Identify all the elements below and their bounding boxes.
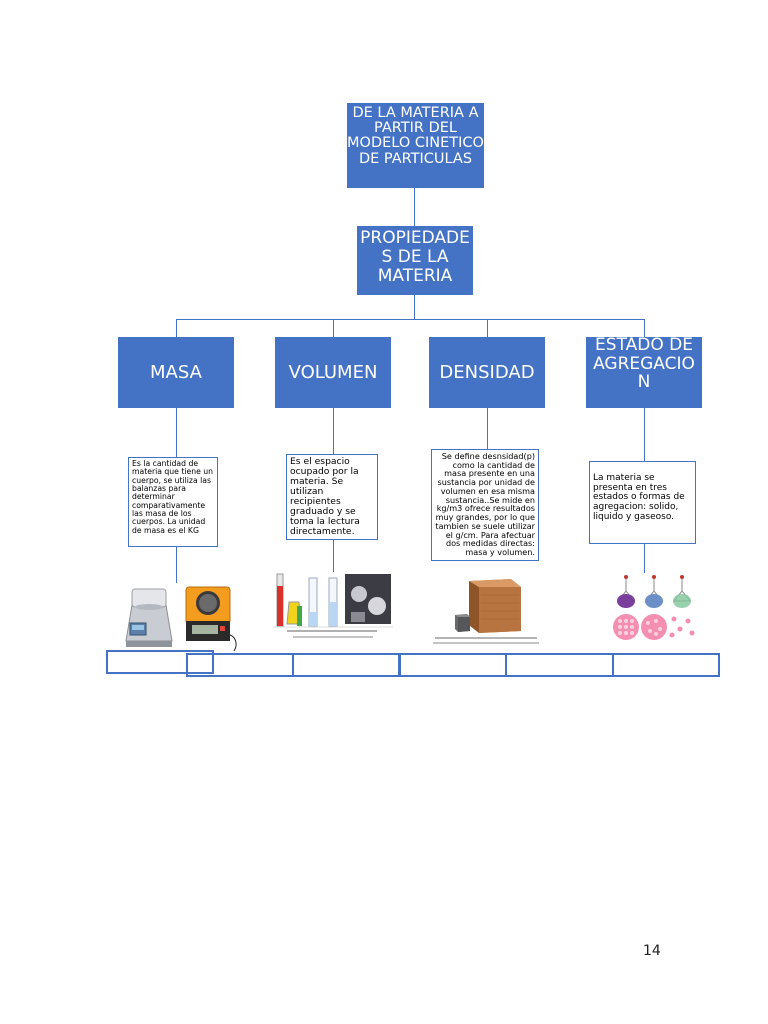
category-node-estado: ESTADO DE AGREGACIO N: [586, 337, 702, 408]
bottom-empty-boxes: [106, 650, 720, 677]
category-node-densidad: DENSIDAD: [429, 337, 545, 408]
description-volumen-text: Es el espacio ocupado por la materia. Se…: [290, 456, 360, 537]
graduated-cylinders-illustration: [273, 572, 393, 642]
connector-densidad-desc: [487, 408, 488, 449]
connector-volumen-image: [333, 540, 334, 572]
category-label-masa: MASA: [150, 362, 202, 383]
description-masa: Es la cantidad de materia que tiene un c…: [128, 457, 218, 547]
empty-box-6: [612, 653, 720, 677]
balance-scales-illustration: [118, 583, 240, 655]
connector-masa-image: [176, 547, 177, 585]
top-node: DE LA MATERIA A PARTIR DEL MODELO CINETI…: [347, 103, 484, 188]
connector-drop-volumen: [333, 319, 334, 337]
description-densidad-text: Se define desnsidad(p) como la cantidad …: [435, 451, 535, 558]
connector-drop-masa: [176, 319, 177, 337]
description-masa-text: Es la cantidad de materia que tiene un c…: [132, 459, 213, 535]
page-number: 14: [643, 943, 661, 959]
category-node-masa: MASA: [118, 337, 234, 408]
category-node-volumen: VOLUMEN: [275, 337, 391, 408]
root-node: PROPIEDADE S DE LA MATERIA: [357, 226, 473, 295]
description-estado: La materia se presenta en tres estados o…: [589, 461, 696, 544]
root-node-line-1: PROPIEDADE: [360, 228, 470, 249]
category-label-densidad: DENSIDAD: [439, 362, 535, 383]
empty-box-3: [292, 653, 400, 677]
root-node-line-2: S DE LA: [381, 247, 449, 268]
connector-drop-densidad: [487, 319, 488, 337]
connector-masa-desc: [176, 408, 177, 457]
connector-drop-estado: [644, 319, 645, 337]
category-label-estado-line-2: AGREGACIO: [593, 353, 695, 374]
category-label-estado-line-3: N: [637, 372, 651, 393]
connector-estado-desc: [644, 408, 645, 461]
empty-box-1: [106, 650, 214, 674]
states-of-matter-illustration: [604, 573, 700, 643]
description-densidad: Se define desnsidad(p) como la cantidad …: [431, 449, 539, 561]
category-label-volumen: VOLUMEN: [288, 362, 378, 383]
connector-top-root: [414, 188, 415, 226]
connector-volumen-desc: [333, 408, 334, 454]
category-label-estado-line-1: ESTADO DE: [595, 337, 693, 355]
description-estado-text: La materia se presenta en tres estados o…: [593, 473, 685, 522]
density-cubes-illustration: [429, 573, 543, 649]
empty-box-5: [505, 653, 614, 677]
connector-estado-image: [644, 544, 645, 574]
connector-root-down: [414, 295, 415, 319]
connector-bus: [176, 319, 645, 320]
root-node-line-3: MATERIA: [377, 265, 453, 286]
top-node-label: DE LA MATERIA A PARTIR DEL MODELO CINETI…: [347, 105, 484, 167]
empty-box-4: [399, 653, 507, 677]
description-volumen: Es el espacio ocupado por la materia. Se…: [286, 454, 378, 540]
